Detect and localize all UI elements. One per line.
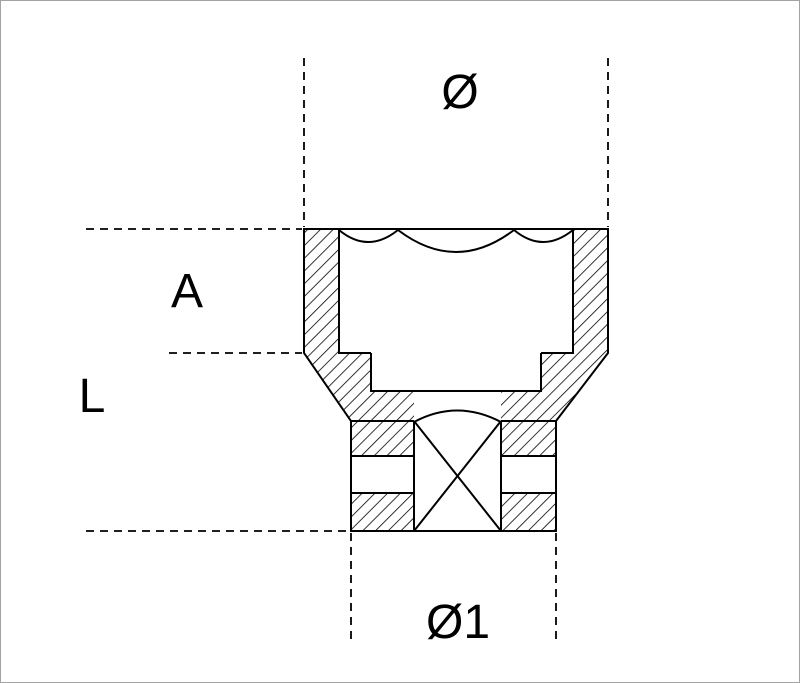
hatch-lower-left-wall (351, 493, 414, 531)
cross-section-hatching (304, 229, 608, 531)
label-drive-end-diameter: Ø1 (426, 596, 490, 649)
hatch-mid-left-wall (304, 353, 414, 456)
hatch-mid-right-wall (501, 353, 608, 456)
hatch-lower-right-wall (501, 493, 556, 531)
inner-detail-lines (338, 229, 574, 532)
hex-opening-arcs (338, 229, 574, 253)
label-overall-length: L (79, 370, 106, 423)
cavity-lines (338, 230, 574, 532)
square-drive-top-arc (413, 409, 502, 423)
hatch-top-left-wall (304, 229, 339, 353)
dimension-labels: Ø A L Ø1 (79, 66, 490, 649)
label-outer-diameter: Ø (441, 66, 478, 119)
socket-outer-profile (303, 228, 609, 532)
label-head-depth: A (171, 265, 203, 318)
hatch-top-right-wall (573, 229, 608, 353)
extension-lines (86, 58, 609, 642)
